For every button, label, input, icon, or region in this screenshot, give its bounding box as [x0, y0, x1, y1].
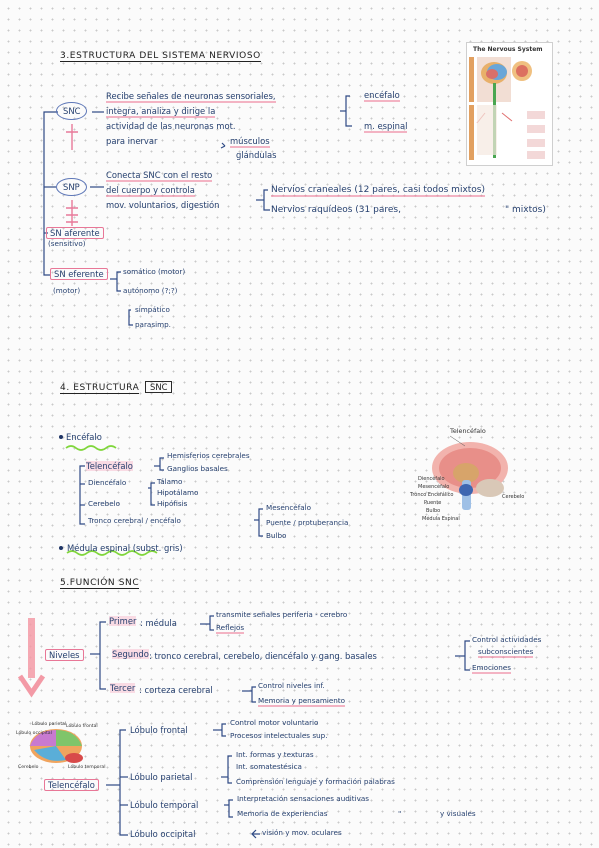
poster-title: The Nervous System [473, 46, 543, 53]
nivel-segundo: Segundo [112, 649, 149, 659]
cerebelo: Cerebelo [88, 499, 121, 508]
puente: Puente / protuberancia [266, 518, 349, 527]
lobulo-parietal: Lóbulo parietal [130, 772, 193, 782]
lobe-label-frontal: Lóbulo frontal [66, 724, 98, 729]
down-arrow-icon [17, 618, 46, 698]
telencefalo: Telencéfalo [86, 461, 133, 471]
nivel-tercer: Tercer [110, 683, 136, 693]
brain-label-bulbo: Bulbo [426, 508, 441, 514]
talamo: Tálamo [157, 477, 183, 486]
sn-eferente: SN eferente [50, 268, 108, 280]
snp-description-3: mov. voluntarios, digestión [106, 200, 220, 210]
sn-eferente-sub: (motor) [53, 286, 81, 295]
ganglios-basales: Ganglios basales [167, 464, 228, 473]
medula-espinal-heading: Médula espinal (subst. gris) [67, 543, 183, 553]
lobulo-occipital: Lóbulo occipital [130, 829, 196, 839]
encefalo-heading: Encéfalo [66, 432, 102, 442]
telencefalo-box: Telencéfalo [44, 779, 99, 791]
snc-description-1: Recibe señales de neuronas sensoriales, [106, 91, 276, 103]
snc-glandulas: glándulas [236, 150, 277, 160]
emociones: Emociones [472, 663, 512, 674]
transmite-senales: transmite señales periferia - cerebro [216, 610, 348, 619]
reflejos: Reflejos [216, 623, 245, 634]
memoria-pensamiento: Memoria y pensamiento [258, 696, 346, 707]
brain-label-diencefalo: Diencéfalo [418, 476, 445, 482]
hipotalamo: Hipotálamo [157, 488, 199, 497]
brain-label-cerebelo: Cerebelo [502, 494, 525, 500]
lobe-label-cerebelo: Cerebelo [18, 765, 39, 770]
simpatico: simpático [135, 305, 170, 314]
autonomo: autónomo (?;?) [123, 286, 178, 295]
brain-diagram: Telencéfalo Diencéfalo Mesencéfalo Tronc… [410, 428, 530, 526]
frontal-item-1: Control motor voluntario [230, 718, 319, 727]
temporal-item-2: Memoria de experiencias [237, 809, 328, 818]
snc-description-2: integra, analiza y dirige la [106, 106, 216, 118]
snc-description-3: actividad de las neuronas mot. [106, 121, 236, 131]
parietal-item-2: Int. somatestésica [236, 762, 302, 771]
frontal-item-2: Procesos intelectuales sup. [230, 731, 328, 740]
parietal-item-1: Int. formas y texturas [236, 750, 314, 759]
brain-illustration [432, 435, 508, 510]
lobe-label-parietal: Lóbulo parietal [32, 722, 67, 727]
sn-aferente-sub: (sensitivo) [48, 239, 86, 248]
nervous-system-poster: The Nervous System [466, 42, 553, 166]
mesencefalo: Mesencéfalo [266, 503, 312, 512]
control-niveles-inf: Control niveles inf. [258, 681, 325, 690]
diencefalo: Diencéfalo [88, 478, 127, 487]
nivel-segundo-item: : tronco cerebral, cerebelo, diencéfalo … [149, 651, 377, 661]
lobulo-temporal: Lóbulo temporal [130, 800, 199, 810]
encefalo-label: encéfalo [364, 90, 400, 102]
hipofisis: Hipófisis [157, 499, 188, 508]
nervous-system-figure [476, 61, 545, 159]
snp-description-2: del cuerpo y controla [106, 185, 195, 197]
brain-label-tronco: Tronco Encefálico [410, 492, 454, 498]
snc-musculos: músculos [230, 136, 270, 148]
nervios-craneales: Nervios craneales (12 pares, casi todos … [271, 185, 486, 197]
somatico: somático (motor) [123, 267, 186, 276]
brain-label-medula: Médula Espinal [422, 516, 460, 522]
temporal-item-2-ditto: " [398, 809, 402, 818]
brain-lobes-illustration [30, 729, 83, 763]
lobulo-frontal: Lóbulo frontal [130, 725, 188, 735]
lobe-label-occipital: Lóbulo occipital [16, 731, 52, 736]
nivel-primer-item: : médula [140, 618, 177, 628]
nivel-tercer-item: : corteza cerebral [139, 685, 213, 695]
poster-side-bar-1 [469, 57, 474, 102]
niveles-box: Niveles [45, 649, 84, 661]
hemisferios-cerebrales: Hemisferios cerebrales [167, 451, 250, 460]
parasimpatico: parasimp. [135, 320, 171, 329]
brain-label-mesencefalo: Mesencéfalo [418, 484, 450, 490]
medula-espinal-label: m. espinal [364, 121, 408, 133]
control-actividades: Control actividades [472, 635, 542, 644]
snc-description-4: para inervar [106, 136, 158, 146]
snp-node: SNP [56, 178, 87, 196]
lobe-label-temporal: Lóbulo temporal [68, 765, 106, 770]
snp-description-1: Conecta SNC con el resto [106, 170, 213, 182]
temporal-item-2-end: y visuales [440, 809, 476, 818]
brain-label-title: Telencéfalo [450, 427, 486, 435]
brain-lobes-image: Lóbulo parietal Lóbulo frontal Lóbulo oc… [16, 720, 105, 770]
subconscientes: subconscientes [478, 647, 534, 658]
brain-label-puente: Puente [424, 500, 442, 506]
occipital-item-1: visión y mov. oculares [262, 828, 342, 837]
bulbo: Bulbo [266, 531, 287, 540]
temporal-item-1: Interpretación sensaciones auditivas [237, 794, 370, 803]
snc-node: SNC [56, 102, 88, 120]
nervios-raquideos-end: " mixtos) [505, 205, 546, 215]
tronco-cerebral: Tronco cerebral / encéfalo [88, 516, 181, 525]
nervios-raquideos: Nervios raquídeos (31 pares, [271, 205, 401, 215]
section-4-title: 4. ESTRUCTURA [60, 383, 140, 394]
parietal-item-3: Comprensión lenguaje y formación palabra… [236, 777, 395, 786]
section-4-title-box: SNC [145, 381, 173, 393]
sn-aferente: SN aferente [46, 227, 104, 239]
section-5-title: 5.FUNCIÓN SNC [60, 578, 140, 589]
nivel-primer: Primer [109, 616, 137, 626]
section-3-title: 3.ESTRUCTURA DEL SISTEMA NERVIOSO [60, 51, 261, 62]
poster-side-bar-2 [469, 105, 474, 160]
